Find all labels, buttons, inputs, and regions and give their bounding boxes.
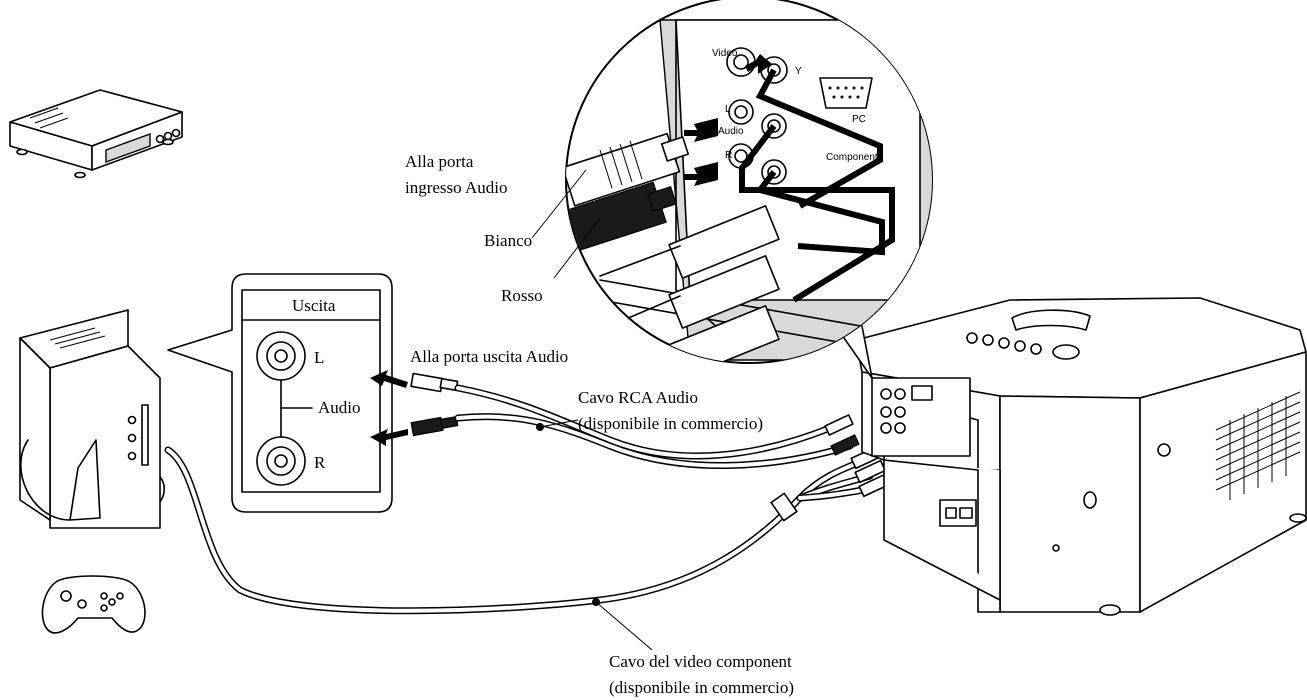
output-jack-l (256, 331, 306, 381)
white-label: Bianco (484, 231, 532, 250)
gamepad-icon (19, 439, 146, 634)
dvd-player-icon (9, 89, 183, 179)
audio-out-label: Alla porta uscita Audio (410, 347, 568, 366)
projector-icon (855, 297, 1307, 616)
leader-rca (539, 419, 579, 428)
leader-component (595, 601, 653, 651)
audio-in-label-1: Alla porta (405, 152, 474, 171)
rca-plug-red (410, 415, 459, 437)
output-box-title: Uscita (292, 296, 336, 315)
rca-plug-white (410, 372, 459, 393)
output-callout: Uscita L Audio R (167, 273, 393, 513)
magnified-white-plug (566, 132, 690, 207)
output-jack-r (256, 436, 306, 486)
rca-cable-label-2: (disponibile in commercio) (578, 414, 763, 433)
output-l-label: L (314, 348, 324, 367)
panel-label-pc: PC (852, 114, 866, 125)
audio-out-arrows (370, 370, 408, 446)
red-label: Rosso (501, 286, 543, 305)
output-r-label: R (314, 453, 326, 472)
output-audio-label: Audio (318, 398, 361, 417)
rca-audio-cable (454, 384, 854, 469)
rca-cable-label-1: Cavo RCA Audio (578, 388, 698, 407)
leader-white (531, 169, 587, 239)
component-cable-label-1: Cavo del video component (609, 652, 792, 671)
panel-label-video: Video (712, 48, 738, 59)
panel-label-audio: Audio (718, 126, 744, 137)
magnified-panel: Video Y L Audio R PC Component (565, 0, 933, 364)
component-cable-label-2: (disponibile in commercio) (609, 678, 794, 697)
projector-plugs (824, 414, 891, 498)
audio-in-label-2: ingresso Audio (405, 178, 507, 197)
game-console-icon (19, 309, 165, 529)
panel-label-y: Y (795, 66, 802, 77)
panel-label-r: R (725, 150, 732, 161)
panel-label-component: Component (826, 152, 878, 163)
leader-red (553, 217, 601, 279)
panel-label-l: L (725, 104, 731, 115)
